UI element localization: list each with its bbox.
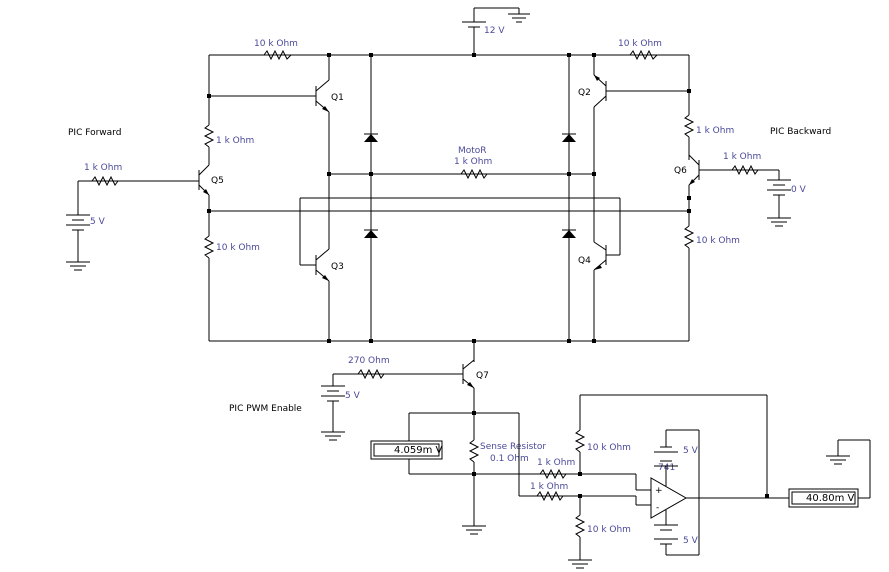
pic-pwm-label: PIC PWM Enable xyxy=(229,404,302,414)
pic-forward-label: PIC Forward xyxy=(68,128,121,138)
resistor-bwd-bottom xyxy=(683,225,695,249)
ground-icon xyxy=(508,13,530,23)
source-forward xyxy=(66,181,90,271)
sense-value-label: 0.1 Ohm xyxy=(490,454,529,464)
opamp-name-label: 741 xyxy=(658,463,675,473)
resistor-amp-feedback xyxy=(574,429,586,453)
resistor-top-left-label: 10 k Ohm xyxy=(254,39,298,49)
transistor-q1 xyxy=(315,55,330,242)
q5-label: Q5 xyxy=(211,176,224,186)
pic-backward-label: PIC Backward xyxy=(770,127,831,137)
resistor-bwd-mid xyxy=(683,114,695,138)
resistor-fwd-bottom-label: 10 k Ohm xyxy=(216,243,260,253)
ground-icon xyxy=(767,217,791,227)
opamp-741: + - xyxy=(650,477,688,519)
diode-left-bottom xyxy=(364,229,378,238)
diode-left-top xyxy=(364,133,378,142)
transistor-q7 xyxy=(462,359,475,389)
transistor-q3 xyxy=(315,242,330,341)
opamp-supply-negative xyxy=(654,524,699,556)
q6-label: Q6 xyxy=(674,166,687,176)
resistor-bwd-mid-label: 1 k Ohm xyxy=(696,126,734,136)
source-forward-label: 5 V xyxy=(90,217,106,227)
sense-name-label: Sense Resistor xyxy=(480,442,546,452)
resistor-fwd-bottom xyxy=(203,235,215,259)
q3-label: Q3 xyxy=(331,262,344,272)
ground-icon xyxy=(321,431,345,441)
source-pwm xyxy=(321,374,345,441)
q4-label: Q4 xyxy=(578,256,591,266)
ground-icon xyxy=(462,525,486,535)
supply-12v: 12 V xyxy=(462,7,530,55)
opamp-vneg-label: 5 V xyxy=(683,536,699,546)
resistor-top-right xyxy=(629,49,658,61)
sense-resistor xyxy=(468,439,480,463)
resistor-top-left xyxy=(263,49,292,61)
resistor-top-right-label: 10 k Ohm xyxy=(618,39,662,49)
ground-icon xyxy=(66,261,90,271)
voltmeter-output: 40.80m V xyxy=(788,488,859,508)
resistor-pwm-label: 270 Ohm xyxy=(348,356,390,366)
resistor-fwd-mid xyxy=(203,124,215,148)
source-pwm-label: 5 V xyxy=(345,391,361,401)
diode-right-bottom xyxy=(562,229,576,238)
resistor-amp-in2-label: 1 k Ohm xyxy=(530,482,568,492)
motor-name-label: MotoR xyxy=(458,146,487,156)
resistor-fwd-input xyxy=(91,175,119,187)
resistor-bwd-input-label: 1 k Ohm xyxy=(723,152,761,162)
opamp-vpos-label: 5 V xyxy=(683,446,699,456)
voltmeter-sense-readout: 4.059m V xyxy=(394,445,443,456)
resistor-fwd-mid-label: 1 k Ohm xyxy=(216,136,254,146)
diode-right-top xyxy=(562,133,576,142)
transistor-q4 xyxy=(593,241,607,341)
opamp-plus-label: + xyxy=(655,486,663,496)
transistor-q5 xyxy=(198,164,210,196)
source-backward-label: 0 V xyxy=(791,185,807,195)
resistor-amp-in1-label: 1 k Ohm xyxy=(537,458,575,468)
voltmeter-sense: 4.059m V xyxy=(370,440,443,460)
q2-label: Q2 xyxy=(578,88,591,98)
resistor-bwd-bottom-label: 10 k Ohm xyxy=(696,236,740,246)
opamp-minus-label: - xyxy=(656,503,659,513)
resistor-fwd-input-label: 1 k Ohm xyxy=(84,163,122,173)
resistor-amp-feedback-label: 10 k Ohm xyxy=(587,443,631,453)
resistor-amp-in2 xyxy=(536,490,564,502)
q1-label: Q1 xyxy=(331,93,344,103)
source-backward xyxy=(767,170,791,227)
transistor-q6 xyxy=(688,154,700,186)
q7-label: Q7 xyxy=(476,371,489,381)
resistor-pwm xyxy=(357,368,385,380)
supply-label: 12 V xyxy=(484,26,505,36)
resistor-amp-ground xyxy=(574,514,586,538)
motor-value-label: 1 k Ohm xyxy=(454,157,492,167)
ground-icon xyxy=(826,455,850,465)
voltmeter-output-readout: 40.80m V xyxy=(806,493,855,504)
transistor-q2 xyxy=(593,55,607,242)
resistor-amp-in1 xyxy=(539,468,567,480)
motor-resistor xyxy=(460,168,488,180)
opamp-supply-positive xyxy=(654,429,700,555)
resistor-bwd-input xyxy=(731,164,759,176)
resistor-amp-ground-label: 10 k Ohm xyxy=(587,525,631,535)
ground-icon xyxy=(568,559,592,569)
